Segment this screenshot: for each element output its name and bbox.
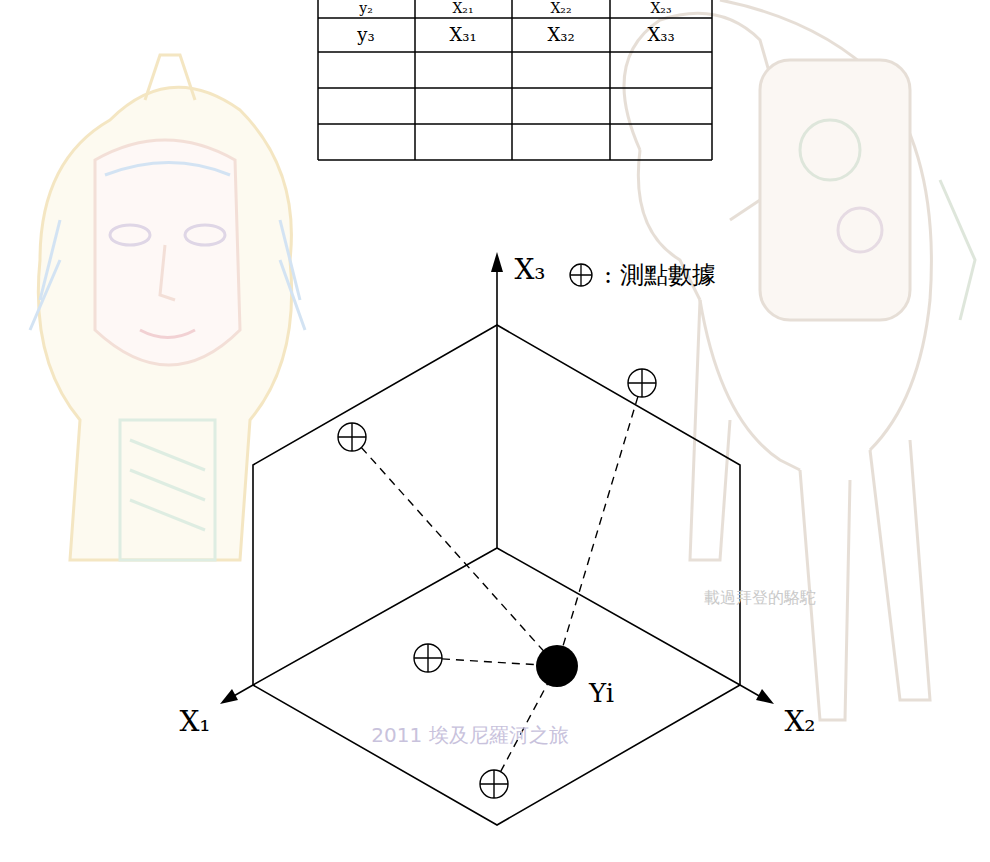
measure-point [338, 423, 366, 451]
measure-point [414, 644, 442, 672]
legend-text: : 測點數據 [604, 259, 716, 291]
pharaoh-watermark [30, 55, 305, 560]
table-cell: X₃₃ [647, 25, 674, 45]
legend-symbol [566, 260, 596, 290]
legend-entry: : 測點數據 [566, 259, 716, 291]
table-cell: X₃₁ [449, 25, 476, 45]
watermark: 載過拜登的駱駝 [704, 589, 816, 607]
camel-watermark [624, 0, 975, 720]
axis-arrowheads [220, 252, 774, 704]
table-cell: X₂₂ [550, 1, 571, 16]
axis-cube [232, 268, 761, 825]
table-cell: y₃ [357, 25, 374, 45]
result-dot [535, 644, 579, 688]
measure-points [338, 369, 656, 798]
table-cell: X₃₂ [547, 25, 574, 45]
measure-point [480, 770, 508, 798]
axis-label: X₂ [784, 707, 815, 738]
point-label: Yi [589, 678, 614, 708]
dashed-leader [557, 383, 642, 666]
table-cell: X₂₁ [452, 1, 473, 16]
axis-label: X₃ [514, 255, 545, 286]
dashed-leader [352, 437, 557, 666]
measure-point [628, 369, 656, 397]
table-cell: y₂ [359, 1, 373, 16]
table-grid [318, 0, 712, 160]
axis-label: X₁ [179, 707, 210, 738]
dashed-leaders [352, 383, 642, 784]
table-cell: X₂₃ [650, 1, 671, 16]
result-point: Yi [535, 644, 615, 708]
watermark: 2011 埃及尼羅河之旅 [371, 724, 568, 746]
